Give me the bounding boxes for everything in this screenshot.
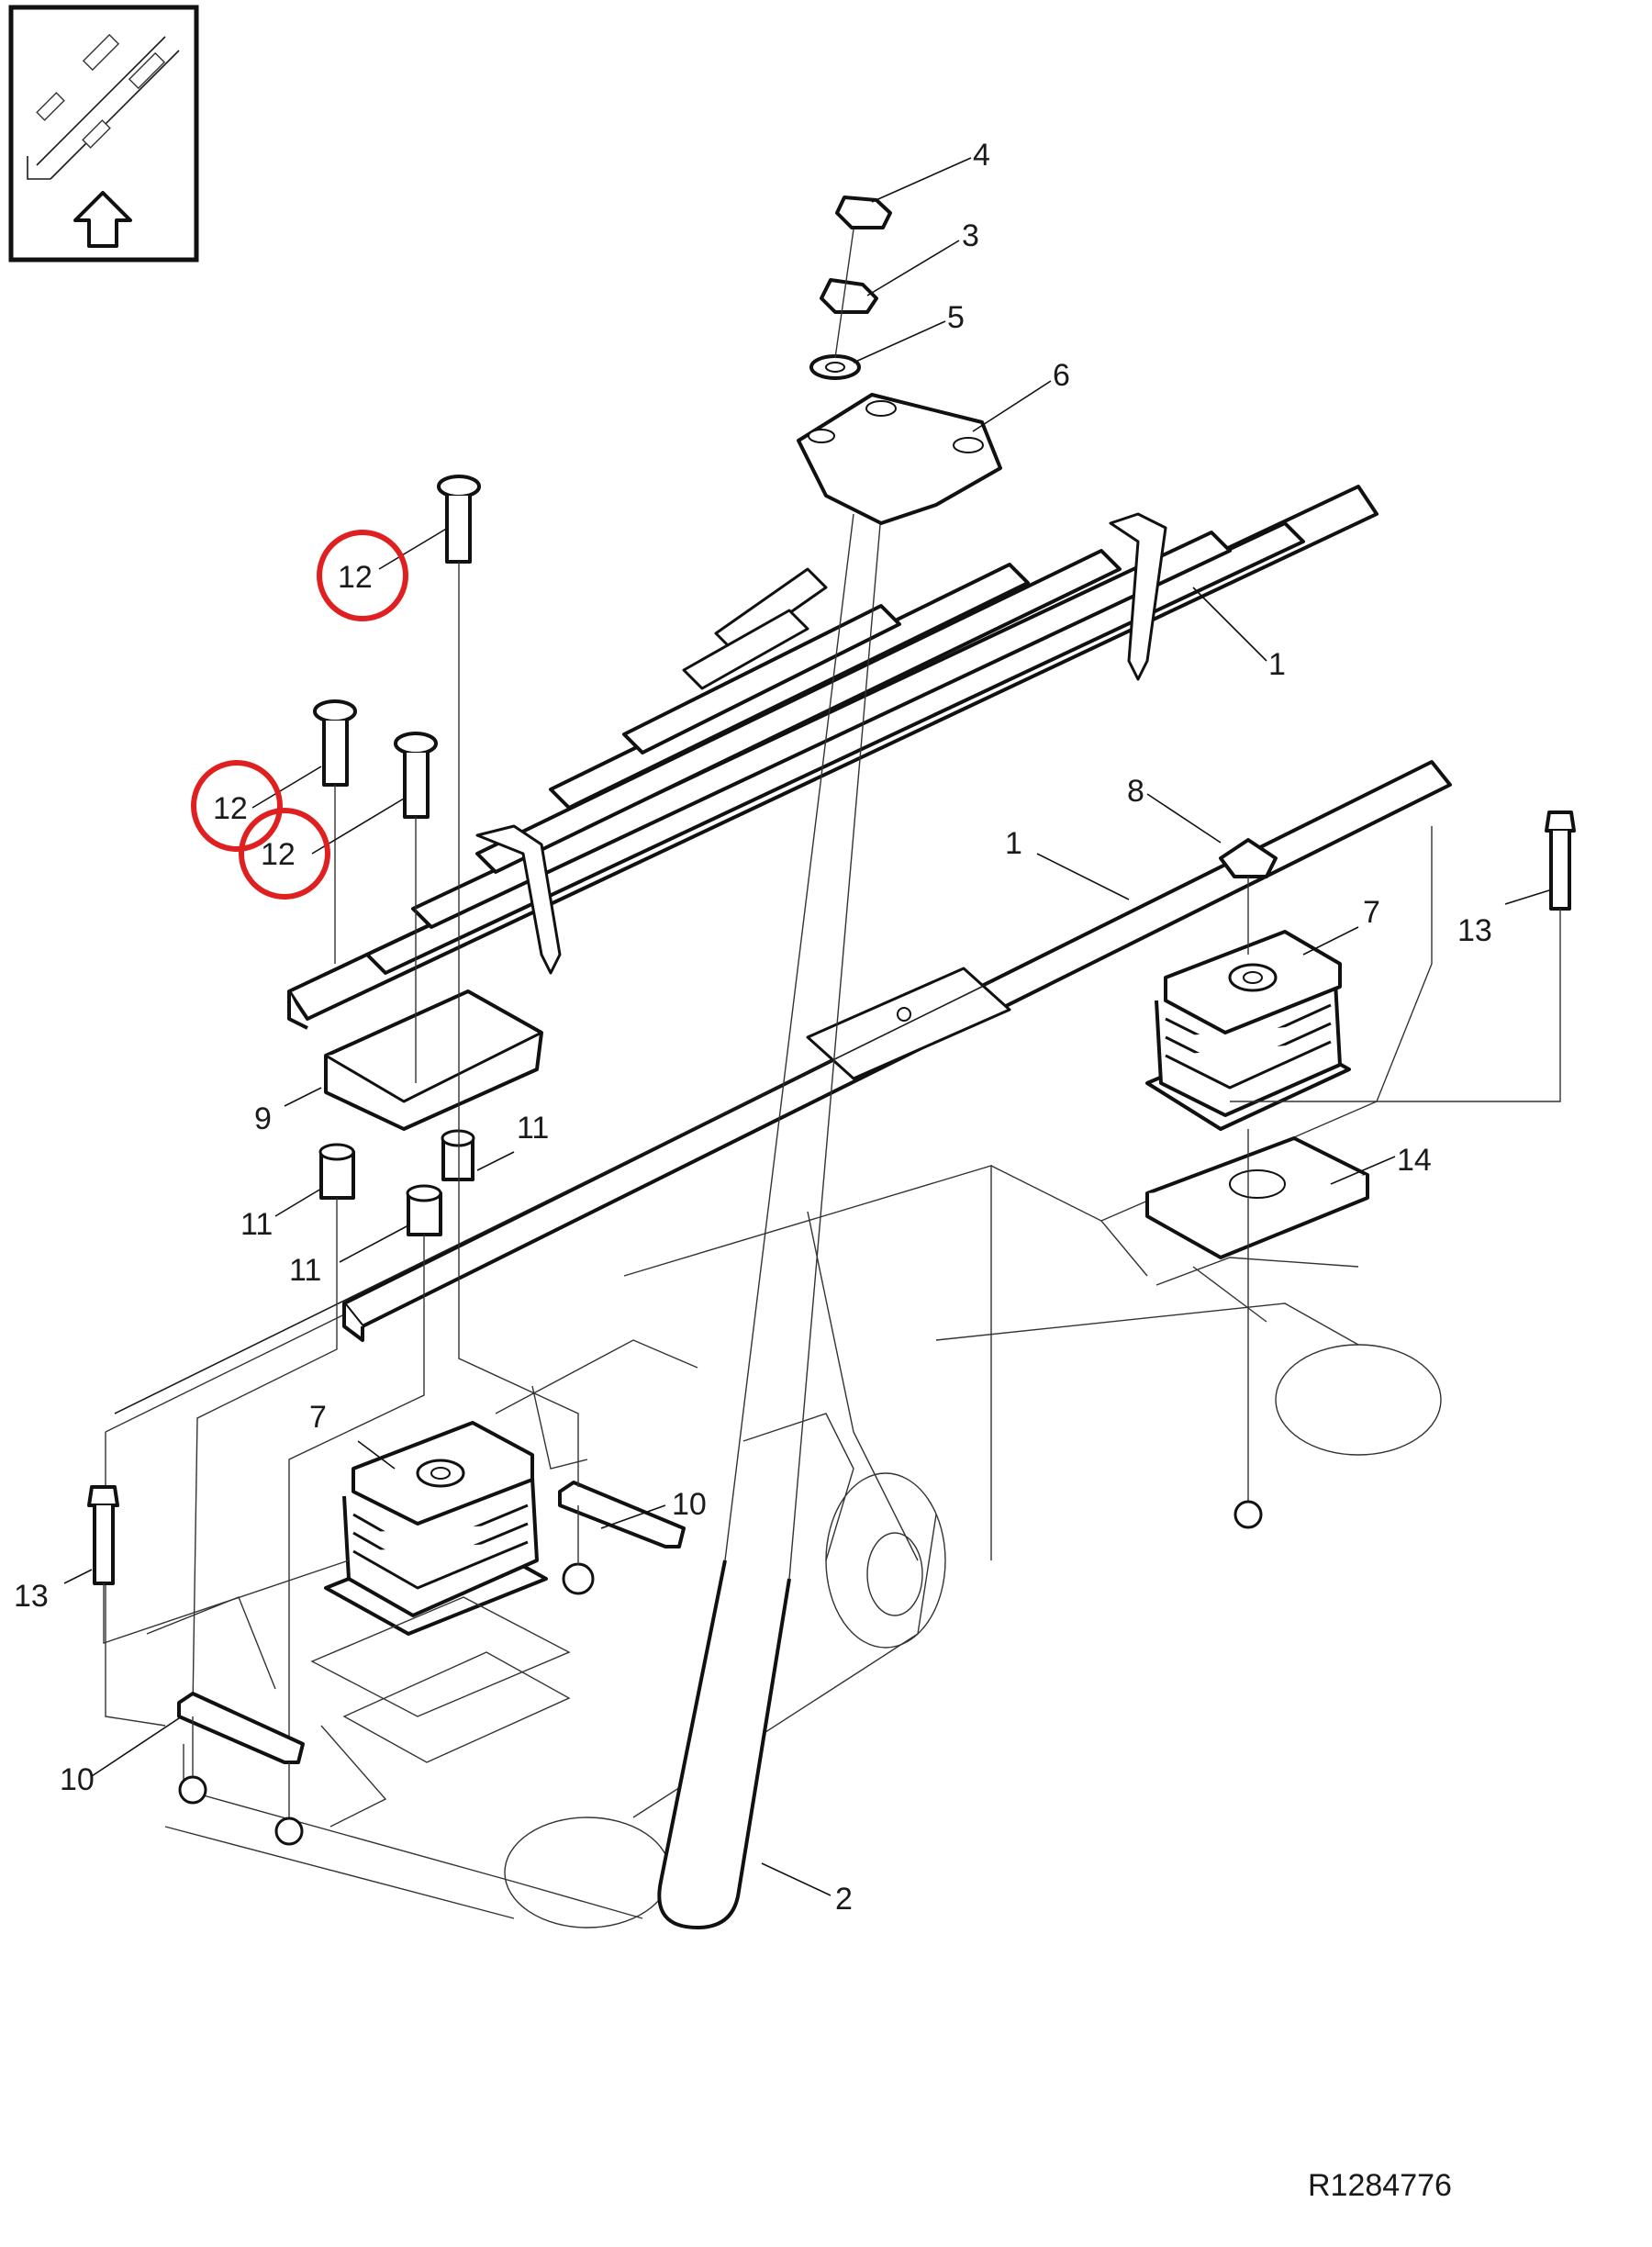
strap-left: [177, 1692, 305, 1764]
callout-10-left: 10: [60, 1762, 95, 1797]
callout-12-c: 12: [261, 837, 296, 872]
callout-6: 6: [1053, 358, 1070, 393]
callout-11-c: 11: [289, 1253, 321, 1288]
callout-11-b: 11: [517, 1111, 549, 1146]
highlight-circle-12-a: [317, 530, 408, 621]
callout-14: 14: [1397, 1143, 1432, 1178]
spacer-bracket: [324, 989, 543, 1131]
bolt-13-right: [1545, 810, 1576, 911]
leaf-spring-front: [287, 485, 1379, 1030]
highlight-circle-12-b: [191, 760, 283, 852]
callout-5: 5: [947, 300, 965, 335]
callout-12-b: 12: [213, 791, 248, 826]
callout-10-center: 10: [672, 1487, 707, 1522]
spacer-sleeve: [318, 1129, 475, 1236]
nut-upper: [835, 196, 892, 229]
bolt-13-left: [87, 1485, 119, 1585]
mounting-plate: [1145, 1136, 1369, 1259]
leader-lines: [63, 157, 1550, 1896]
spring-top-plate: [797, 393, 1002, 525]
callout-2: 2: [835, 1882, 853, 1917]
callout-9: 9: [254, 1101, 272, 1136]
callout-7-right: 7: [1363, 895, 1380, 930]
highlight-circle-12-c: [239, 808, 330, 900]
bolt-12-c: [394, 732, 438, 819]
callout-8: 8: [1127, 774, 1144, 809]
leaf-spring-rear: [114, 760, 1452, 1414]
callout-12-a: 12: [338, 560, 373, 595]
bump-stop-left: [324, 1421, 548, 1636]
highlight-circles: [191, 530, 408, 900]
drawing-reference: R1284776: [1308, 2168, 1452, 2203]
callout-13-right: 13: [1457, 913, 1492, 948]
washer: [809, 354, 861, 380]
callout-3: 3: [962, 218, 979, 253]
callout-1-rear: 1: [1005, 826, 1022, 861]
callout-labels: 4 3 5 6 1 1 8 7 7 13 13 14 9 11 11 11 10…: [14, 138, 1492, 1917]
spring-clip: [475, 512, 1167, 975]
bolt-12-a: [437, 475, 481, 564]
front-direction-arrow-icon: [8, 5, 199, 263]
callout-11-a: 11: [240, 1207, 273, 1242]
u-bolt: [657, 513, 882, 1929]
strap-center: [558, 1481, 686, 1548]
nut-lower: [820, 278, 878, 314]
stop-washer: [1219, 838, 1278, 878]
bump-stop-right: [1145, 930, 1351, 1131]
callout-1-front: 1: [1268, 647, 1286, 682]
callout-4: 4: [973, 138, 990, 173]
callout-7-left: 7: [309, 1400, 327, 1435]
callout-13-left: 13: [14, 1579, 49, 1614]
bolt-12-b: [313, 699, 357, 787]
